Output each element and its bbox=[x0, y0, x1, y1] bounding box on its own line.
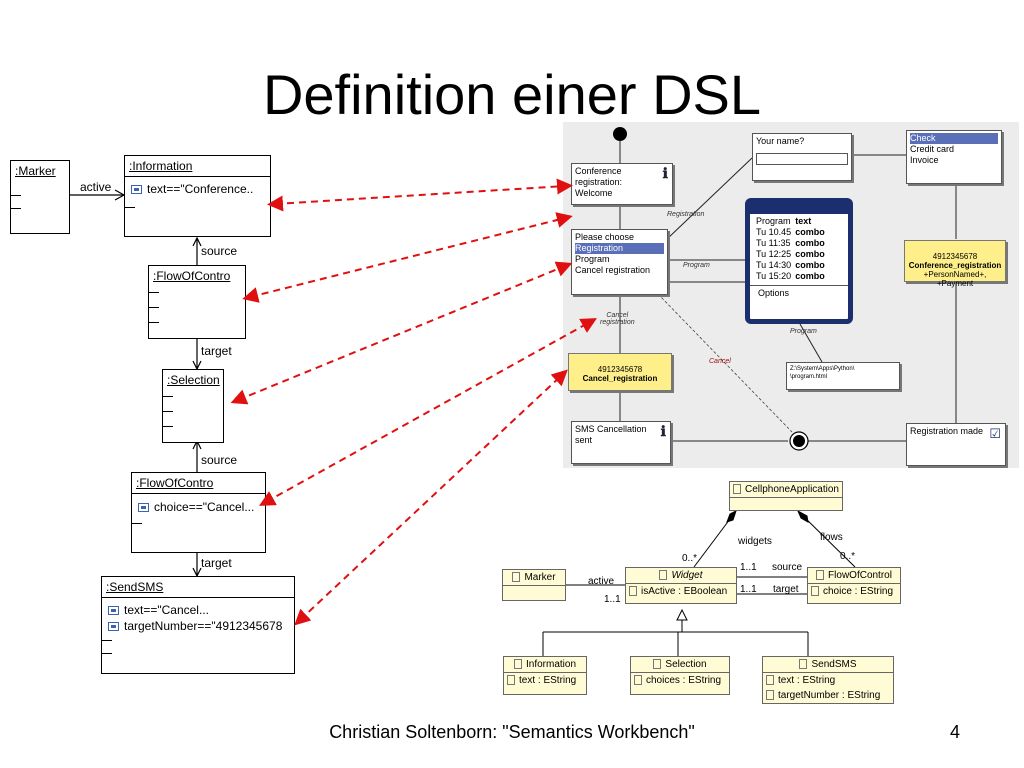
information-object-header: :Information bbox=[125, 156, 270, 177]
registration-made-node: Registration made ☑ bbox=[906, 423, 1006, 466]
class-flow-of-control: FlowOfControl choice : EString bbox=[807, 567, 901, 604]
label-flows: flows bbox=[820, 532, 843, 543]
program-file-node: Z:\System\Apps\Python\\program.html bbox=[786, 362, 900, 390]
class-sendsms: SendSMS text : EString targetNumber : ES… bbox=[762, 656, 894, 704]
flow2-header: :FlowOfContro bbox=[132, 473, 265, 494]
please-choose-node: Please choose Registration Program Cance… bbox=[571, 229, 668, 295]
label-mult-flows: 0..* bbox=[840, 551, 856, 562]
edge-label-target-2: target bbox=[201, 556, 232, 570]
selection-header: :Selection bbox=[167, 373, 220, 387]
your-name-node: Your name? bbox=[752, 133, 852, 181]
label-target: target bbox=[773, 584, 799, 595]
label-registration: Registration bbox=[667, 211, 705, 218]
sendsms-header: :SendSMS bbox=[102, 577, 294, 598]
flow-of-control-object-1: :FlowOfContro bbox=[148, 265, 246, 339]
class-marker: Marker bbox=[502, 569, 566, 601]
label-active: active bbox=[588, 576, 615, 587]
footer-text: Christian Soltenborn: "Semantics Workben… bbox=[329, 722, 695, 742]
marker-object: :Marker bbox=[10, 160, 70, 234]
sendsms-attr-2: targetNumber=="4912345678 bbox=[124, 619, 283, 633]
sendsms-attr-1: text=="Cancel... bbox=[124, 603, 209, 617]
page-number: 4 bbox=[950, 722, 961, 742]
marker-object-header: :Marker bbox=[15, 164, 56, 178]
label-mult-target: 1..1 bbox=[740, 584, 757, 595]
selection-object: :Selection bbox=[162, 369, 224, 443]
label-mult-source: 1..1 bbox=[740, 562, 757, 573]
label-cancel: Cancel bbox=[709, 358, 731, 365]
label-mult-widgets: 0..* bbox=[682, 553, 698, 564]
class-widget: Widget isActive : EBoolean bbox=[625, 567, 737, 604]
class-selection: Selection choices : EString bbox=[630, 656, 730, 695]
slide-title: Definition einer DSL bbox=[262, 63, 762, 126]
sendsms-object: :SendSMS text=="Cancel... targetNumber==… bbox=[101, 576, 295, 674]
label-widgets: widgets bbox=[738, 536, 772, 547]
edge-label-source-1: source bbox=[201, 244, 238, 258]
conference-sms-envelope: 4912345678 Conference_registration +Pers… bbox=[904, 240, 1006, 288]
label-source: source bbox=[772, 562, 803, 573]
label-program: Program bbox=[683, 262, 710, 269]
attribute-icon bbox=[108, 622, 119, 632]
edge-label-active: active bbox=[80, 180, 112, 194]
class-cellphone-application: CellphoneApplication bbox=[729, 481, 843, 511]
class-information: Information text : EString bbox=[503, 656, 587, 695]
information-attr: text=="Conference.. bbox=[147, 182, 254, 196]
flow2-attr: choice=="Cancel... bbox=[154, 500, 255, 514]
label-mult-active: 1..1 bbox=[604, 594, 621, 605]
attribute-icon bbox=[138, 503, 149, 513]
edge-label-target-1: target bbox=[201, 344, 232, 358]
flow1-header: :FlowOfContro bbox=[153, 269, 231, 283]
initial-node bbox=[613, 127, 627, 141]
payment-choice-node: Check Credit card Invoice bbox=[906, 130, 1002, 184]
edge-label-source-2: source bbox=[201, 453, 238, 467]
checkbox-icon: ☑ bbox=[989, 426, 1001, 441]
info-icon: ℹ bbox=[660, 423, 666, 439]
label-program-2: Program bbox=[790, 328, 817, 335]
attribute-icon bbox=[108, 606, 119, 616]
flow-of-control-object-2: :FlowOfContro choice=="Cancel... bbox=[131, 472, 266, 553]
attribute-icon bbox=[131, 185, 142, 195]
info-icon: ℹ bbox=[662, 165, 668, 181]
